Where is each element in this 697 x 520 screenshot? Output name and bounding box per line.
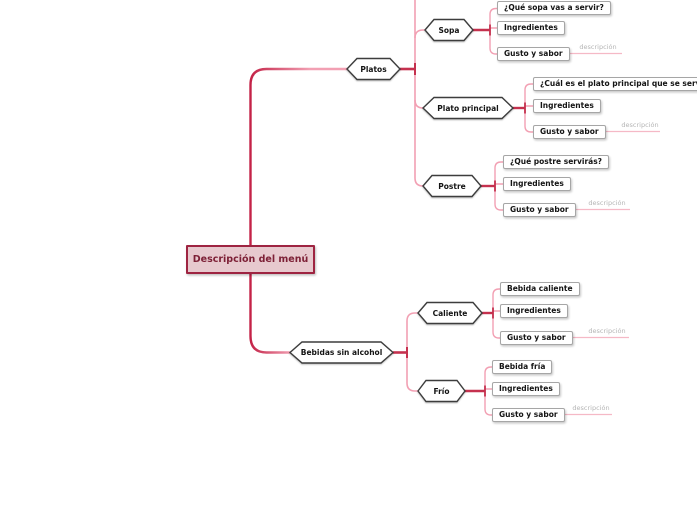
edge-label-sopa: descripción: [579, 43, 617, 51]
node-caliente-gusto[interactable]: Gusto y sabor: [500, 331, 573, 345]
edge-label-caliente: descripción: [588, 327, 626, 335]
node-bebidas-sin-alcohol[interactable]: Bebidas sin alcohol: [300, 348, 383, 357]
edge-label-postre: descripción: [588, 199, 626, 207]
node-postre[interactable]: Postre: [438, 181, 466, 191]
node-postre-ingredientes[interactable]: Ingredientes: [503, 177, 571, 191]
edge-root-platos: [249, 67, 349, 247]
hexagon-caliente: [417, 301, 483, 325]
node-frio-ingredientes[interactable]: Ingredientes: [492, 382, 560, 396]
edge-frio-items: [484, 366, 492, 416]
edge-root-bebidas: [249, 272, 292, 354]
node-frio[interactable]: Frío: [433, 386, 450, 396]
edge-platoprincipal-items: [524, 83, 533, 133]
hexagon-postre: [422, 174, 482, 198]
hexagon-frio: [417, 379, 466, 403]
hexagon-sopa: [424, 18, 474, 42]
edge-postre-items: [494, 161, 503, 211]
node-sopa-question[interactable]: ¿Qué sopa vas a servir?: [497, 1, 611, 15]
edge-sopa-items: [489, 7, 497, 55]
node-plato-principal-ingredientes[interactable]: Ingredientes: [533, 99, 601, 113]
node-caliente[interactable]: Caliente: [432, 308, 468, 318]
edge-label-plato-principal: descripción: [621, 121, 659, 129]
hexagon-bebidas-sin-alcohol: [288, 341, 395, 364]
node-caliente-ingredientes[interactable]: Ingredientes: [500, 304, 568, 318]
edge-platos-platoprincipal: [414, 99, 424, 109]
node-sopa[interactable]: Sopa: [438, 25, 460, 35]
node-postre-question[interactable]: ¿Qué postre servirás?: [503, 155, 610, 169]
node-plato-principal-question[interactable]: ¿Cuál es el plato principal que se servi…: [533, 77, 697, 91]
node-plato-principal-gusto[interactable]: Gusto y sabor: [533, 125, 606, 139]
node-caliente-bebida[interactable]: Bebida caliente: [500, 282, 580, 296]
hexagon-plato-principal: [421, 96, 515, 120]
edge-bebidas-rail: [406, 312, 418, 392]
node-sopa-ingredientes[interactable]: Ingredientes: [497, 21, 565, 35]
edge-caliente-items: [492, 288, 500, 339]
edge-platos-rail: [414, 0, 424, 187]
edge-platos-sopa: [414, 29, 425, 39]
node-frio-bebida[interactable]: Bebida fría: [492, 360, 553, 374]
edge-label-frio: descripción: [572, 404, 610, 412]
node-platos[interactable]: Platos: [360, 64, 387, 74]
node-sopa-gusto[interactable]: Gusto y sabor: [497, 47, 570, 61]
root-node[interactable]: Descripción del menú: [186, 245, 315, 274]
node-plato-principal[interactable]: Plato principal: [437, 103, 499, 113]
node-postre-gusto[interactable]: Gusto y sabor: [503, 203, 576, 217]
hexagon-platos: [346, 57, 401, 81]
node-frio-gusto[interactable]: Gusto y sabor: [492, 408, 565, 422]
